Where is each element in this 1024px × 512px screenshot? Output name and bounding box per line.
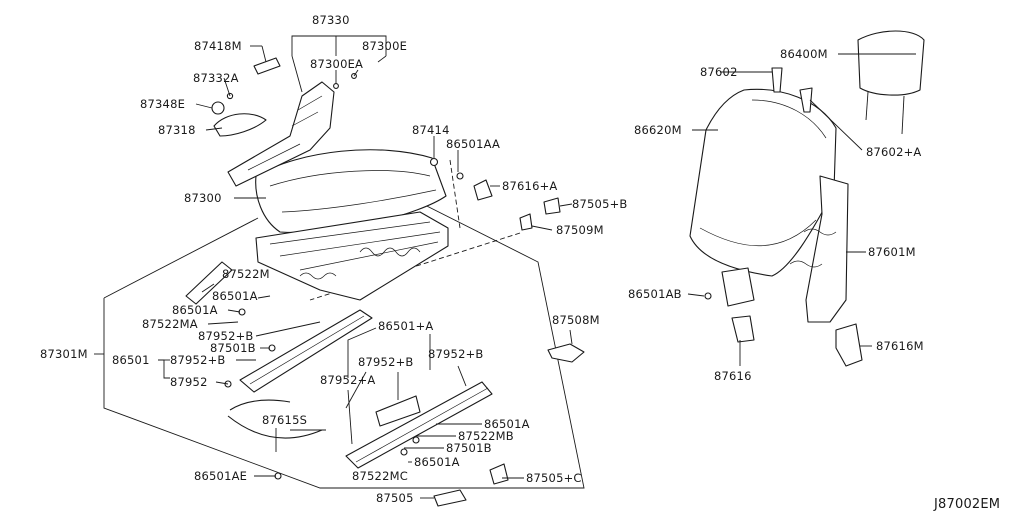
label-87602a: 87602+A	[866, 145, 922, 159]
label-87300e: 87300E	[362, 39, 407, 53]
label-87505b: 87505+B	[572, 197, 628, 211]
label-87616a: 87616+A	[502, 179, 558, 193]
label-87522mb: 87522MB	[458, 429, 514, 443]
label-87509m: 87509M	[556, 223, 604, 237]
label-87616m: 87616M	[876, 339, 924, 353]
leader-lines	[94, 35, 916, 499]
label-87952a: 87952+A	[320, 373, 376, 387]
diagram-code: J87002EM	[933, 497, 1000, 512]
label-87330: 87330	[312, 13, 350, 27]
label-87301m: 87301M	[40, 347, 88, 361]
label-86400m: 86400M	[780, 47, 828, 61]
label-86501a-2: 86501A	[172, 303, 218, 317]
label-87332a: 87332A	[193, 71, 239, 85]
label-87501b-1: 87501B	[210, 341, 256, 355]
label-86501pa: 86501+A	[378, 319, 434, 333]
label-87522m: 87522M	[222, 267, 270, 281]
label-87522ma: 87522MA	[142, 317, 198, 331]
part-labels: 87330 87418M 87300E 87332A 87300EA 87348…	[40, 13, 1000, 512]
label-86501aa: 86501AA	[446, 137, 500, 151]
label-87522mc: 87522MC	[352, 469, 408, 483]
label-87952b-2: 87952+B	[170, 353, 226, 367]
label-87601m: 87601M	[868, 245, 916, 259]
label-86501a-4: 86501A	[414, 455, 460, 469]
label-86501ab: 86501AB	[628, 287, 682, 301]
small-parts-illustration	[429, 157, 561, 231]
label-87616: 87616	[714, 369, 752, 383]
seat-frame-enclosure	[103, 159, 585, 489]
label-87952b-1: 87952+B	[198, 329, 254, 343]
label-87615s: 87615S	[262, 413, 307, 427]
seat-back-illustration	[689, 30, 925, 367]
label-86501a-3: 86501A	[484, 417, 530, 431]
label-87952: 87952	[170, 375, 208, 389]
label-87300ea: 87300EA	[310, 57, 363, 71]
label-87318: 87318	[158, 123, 196, 137]
seat-cushion-illustration	[255, 149, 449, 301]
side-trim-illustration	[211, 57, 357, 187]
label-86620m: 86620M	[634, 123, 682, 137]
label-87952b-3: 87952+B	[358, 355, 414, 369]
label-87348e: 87348E	[140, 97, 185, 111]
label-86501ae: 86501AE	[194, 469, 247, 483]
label-87508m: 87508M	[552, 313, 600, 327]
label-87505: 87505	[376, 491, 414, 505]
label-87300: 87300	[184, 191, 222, 205]
seat-track-illustration	[185, 261, 585, 507]
label-86501: 86501	[112, 353, 150, 367]
label-87505c: 87505+C	[526, 471, 582, 485]
label-87414: 87414	[412, 123, 450, 137]
label-87501b-2: 87501B	[446, 441, 492, 455]
label-87418m: 87418M	[194, 39, 242, 53]
label-86501a-1: 86501A	[212, 289, 258, 303]
label-87602: 87602	[700, 65, 738, 79]
label-87952b-4: 87952+B	[428, 347, 484, 361]
